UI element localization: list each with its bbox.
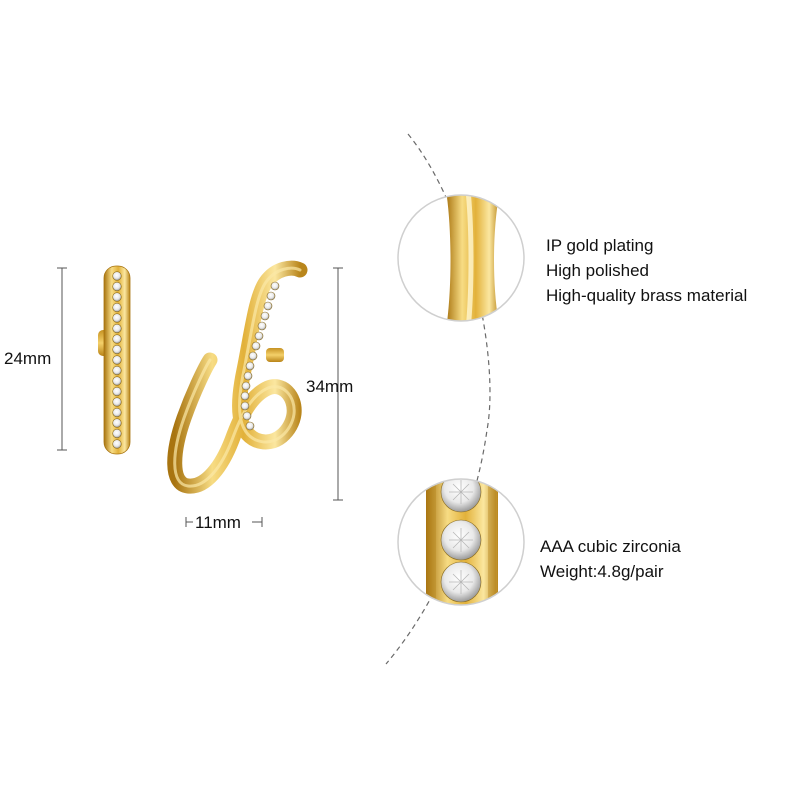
stone [260,311,270,321]
stone [270,281,280,291]
stone [245,421,255,431]
stone [243,371,253,381]
zoom-stone-prongs [428,479,496,605]
zoom-stones [440,479,482,603]
zoom-stone-facet [449,570,473,594]
stone [242,411,252,421]
stone [112,428,122,439]
earring-curved [167,260,308,494]
zoom-stone-facet [449,528,473,552]
stone [112,418,122,428]
stone [257,321,267,331]
stone [240,391,250,401]
stone [112,323,122,334]
feature-material: High-quality brass material [546,286,748,305]
detail-circle-stones [397,478,525,606]
stone [112,281,122,292]
height-label-right: 34mm [306,377,354,396]
zoom-stone-facet [449,480,473,504]
stone [241,381,251,391]
stone [251,341,261,351]
stone [112,365,122,376]
stone-row-right [240,281,280,431]
detail-circle-polish [397,194,525,322]
stone [112,313,122,323]
stone [112,302,122,313]
stone [254,331,264,341]
feature-stone: AAA cubic zirconia [540,537,681,556]
stone [263,301,273,311]
stone [112,271,122,281]
width-label: 11mm [195,513,241,532]
stone [248,351,258,361]
stone [112,292,122,302]
stone [112,376,122,386]
height-label-left: 24mm [4,349,52,368]
stone [112,344,122,355]
earring-straight [98,265,131,455]
dimension-11mm-ticks [185,517,263,527]
stone [112,407,122,418]
dimension-34mm-line [333,267,343,501]
stone [112,386,122,397]
stone [245,361,255,371]
dimension-24mm-line [57,267,67,451]
stone [112,397,122,407]
stone-row-left [112,271,122,449]
stone [112,439,122,449]
feature-polish: High polished [546,261,650,280]
stone [266,291,276,301]
feature-weight: Weight:4.8g/pair [540,562,664,581]
stone [240,401,250,411]
feature-plating: IP gold plating [546,236,654,255]
stone [112,334,122,344]
stone [112,355,122,365]
